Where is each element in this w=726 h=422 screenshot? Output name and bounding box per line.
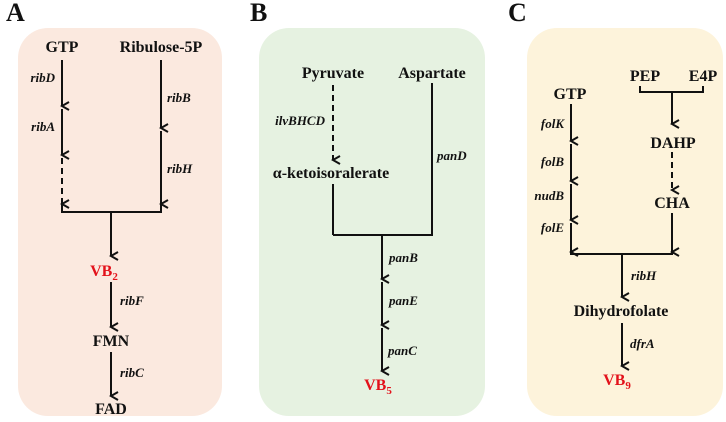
node-aspartate: Aspartate (398, 65, 466, 82)
enzyme-panc: panC (387, 343, 417, 358)
enzyme-pane: panE (388, 293, 418, 308)
enzyme-ribd: ribD (30, 70, 55, 85)
enzyme-ribf: ribF (120, 293, 144, 308)
node-pep: PEP (630, 68, 660, 85)
enzyme-folk: folK (541, 116, 565, 131)
panel-a: GTP Ribulose-5P ribD ribA ribB ribH VB2 … (30, 39, 202, 418)
node-gtp-c: GTP (554, 86, 587, 103)
node-vb2: VB2 (90, 263, 118, 283)
panel-b-background (259, 28, 485, 416)
panel-a-label: A (6, 0, 25, 27)
node-fmn: FMN (93, 333, 130, 350)
panel-a-background (18, 28, 222, 416)
panel-c-label: C (508, 0, 527, 27)
node-e4p: E4P (689, 68, 718, 85)
enzyme-ribb: ribB (167, 90, 191, 105)
enzyme-nudb: nudB (534, 188, 564, 203)
node-pyruvate: Pyruvate (302, 65, 364, 82)
node-vb9: VB9 (603, 372, 631, 392)
enzyme-riba: ribA (31, 119, 55, 134)
enzyme-panb: panB (388, 250, 418, 265)
node-fad: FAD (95, 401, 127, 418)
node-dahp: DAHP (650, 135, 696, 152)
junction-c (570, 252, 673, 255)
node-ketoisovalerate: α-ketoisoralerate (273, 165, 389, 182)
enzyme-ribh-c: ribH (631, 268, 657, 283)
enzyme-fole: folE (541, 220, 564, 235)
node-vb5: VB5 (364, 377, 392, 397)
enzyme-ilvbhcd: ilvBHCD (275, 113, 325, 128)
junction-a (61, 204, 162, 213)
enzyme-ribc: ribC (120, 365, 144, 380)
bracket-pep-e4p (639, 86, 704, 93)
node-ribulose-5p: Ribulose-5P (120, 39, 203, 56)
node-cha: CHA (654, 195, 690, 212)
enzyme-dfra: dfrA (630, 336, 655, 351)
enzyme-ribh: ribH (167, 161, 193, 176)
enzyme-folb: folB (541, 154, 564, 169)
enzyme-pand: panD (436, 148, 467, 163)
node-gtp: GTP (46, 39, 79, 56)
panel-b-label: B (250, 0, 268, 27)
panel-b: Pyruvate Aspartate ilvBHCD α-ketoisorale… (273, 65, 467, 397)
node-dihydrofolate: Dihydrofolate (574, 303, 669, 320)
panel-c: GTP PEP E4P folK folB nudB folE DAHP CHA… (534, 68, 717, 392)
